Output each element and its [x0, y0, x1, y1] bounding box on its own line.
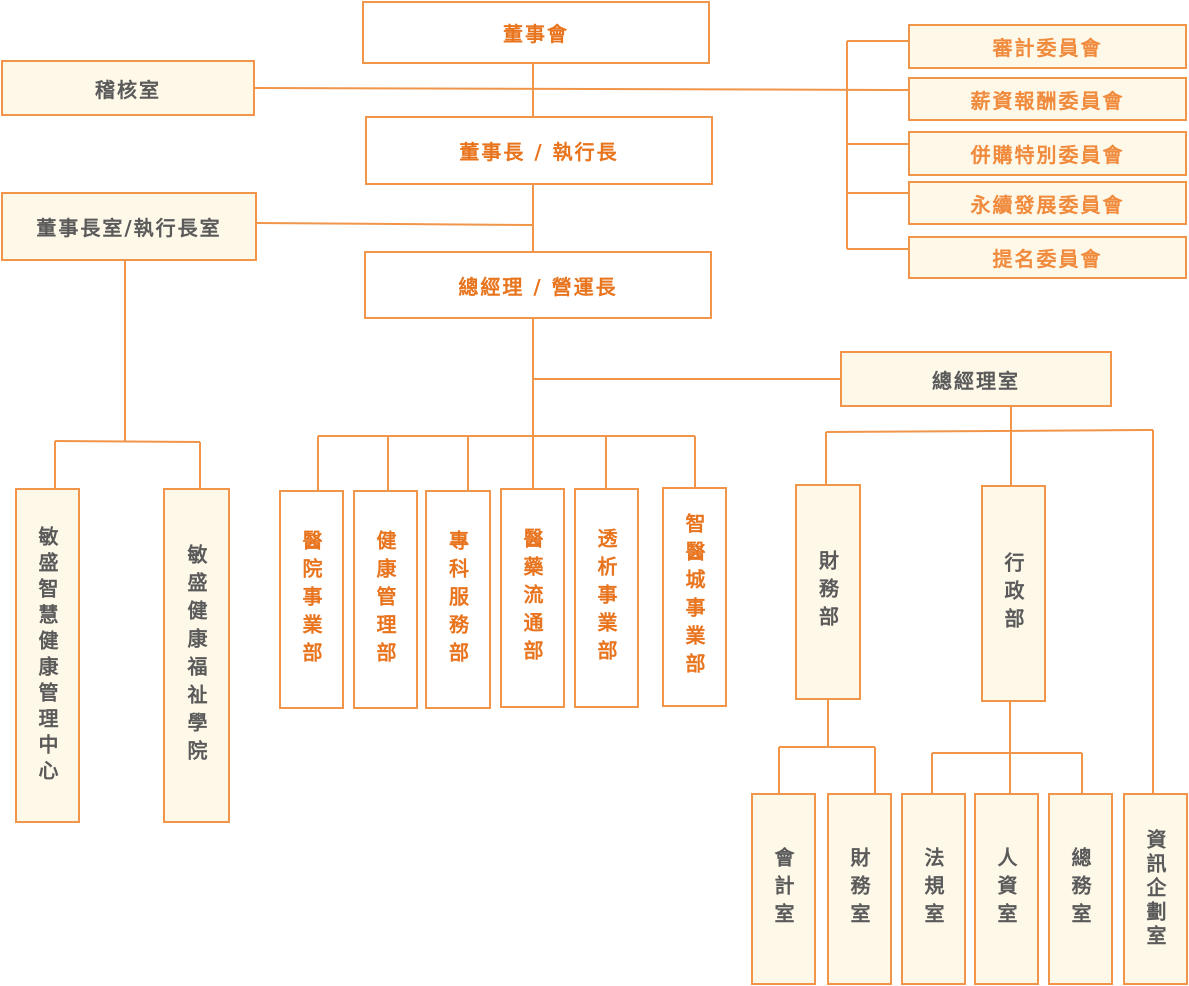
committee-sustainability: 永續發展委員會: [908, 181, 1187, 225]
office-general-affairs: 總務室: [1048, 793, 1113, 985]
dept-finance: 財務部: [795, 484, 861, 700]
committee-audit: 審計委員會: [908, 24, 1187, 69]
chairman-ceo: 董事長 / 執行長: [365, 116, 713, 185]
office-hr: 人資室: [974, 793, 1039, 985]
committee-mergers: 併購特別委員會: [908, 131, 1187, 176]
office-accounting: 會計室: [751, 793, 816, 985]
affiliate-health-center: 敏盛智慧健康管理中心: [15, 488, 80, 823]
office-it-planning: 資訊企劃室: [1123, 793, 1188, 985]
bu-specialty-services: 專科服務部: [425, 490, 491, 709]
audit-office: 稽核室: [1, 60, 255, 116]
president-office: 總經理室: [840, 351, 1112, 407]
bu-dialysis: 透析事業部: [574, 488, 639, 708]
chairman-office: 董事長室/執行長室: [1, 192, 257, 261]
dept-admin: 行政部: [981, 485, 1046, 702]
committee-nomination: 提名委員會: [908, 236, 1187, 279]
bu-health-management: 健康管理部: [353, 490, 418, 709]
office-legal: 法規室: [901, 793, 966, 985]
bu-smart-medical-city: 智醫城事業部: [662, 487, 727, 707]
office-finance: 財務室: [827, 793, 892, 985]
bu-pharma-distribution: 醫藥流通部: [500, 488, 565, 708]
president-coo: 總經理 / 營運長: [364, 251, 712, 319]
bu-hospital: 醫院事業部: [279, 490, 344, 709]
board-of-directors: 董事會: [362, 1, 710, 64]
committee-remuneration: 薪資報酬委員會: [908, 77, 1187, 121]
affiliate-welfare-college: 敏盛健康福祉學院: [163, 488, 230, 823]
